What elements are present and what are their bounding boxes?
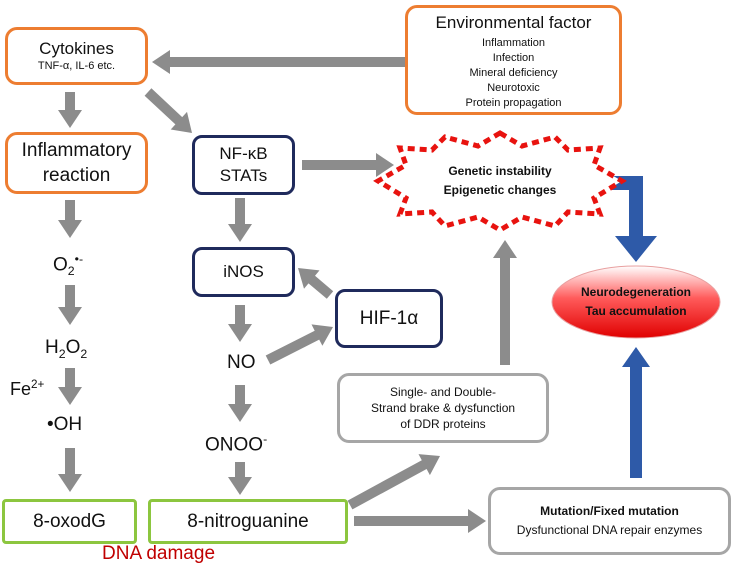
arrow-genetic-to-neuro xyxy=(612,176,657,262)
strand-line2: Strand brake & dysfunction xyxy=(370,401,516,415)
arrow-no-to-onoo xyxy=(228,385,252,422)
arrow-h2o2-to-hydroxyl xyxy=(58,368,82,405)
arrow-strand-to-genetic xyxy=(493,240,517,365)
iron-label: Fe2+ xyxy=(10,378,45,399)
strand-break-box: Single- and Double- Strand brake & dysfu… xyxy=(337,373,549,443)
strand-line3: of DDR proteins xyxy=(400,417,486,431)
nitroguanine-box: 8-nitroguanine xyxy=(148,499,348,544)
environmental-item: Inflammation xyxy=(482,37,545,49)
arrow-no-to-hif xyxy=(265,324,333,365)
arrow-nitroguanine-to-strand xyxy=(347,454,440,510)
inflammatory-line2: reaction xyxy=(42,165,111,186)
arrow-nitroguanine-to-mutation xyxy=(354,509,486,533)
arrow-hydroxyl-to-oxodg xyxy=(58,448,82,492)
genetic-instability-text: Genetic instability Epigenetic changes xyxy=(425,162,575,200)
strand-line1: Single- and Double- xyxy=(389,385,497,399)
hif-1a-box: HIF-1α xyxy=(335,289,443,348)
hydrogen-peroxide-label: H2O2 xyxy=(45,337,88,361)
environmental-factor-title: Environmental factor xyxy=(435,13,592,32)
arrow-nfkb-to-genetic xyxy=(302,153,394,177)
arrow-inos-to-no xyxy=(228,305,252,342)
mutation-line1: Mutation/Fixed mutation xyxy=(540,504,679,518)
no-label: NO xyxy=(227,352,256,373)
nfkb-line1: NF-κB xyxy=(219,144,268,163)
neurodegeneration-ellipse xyxy=(551,265,721,339)
cytokines-box: Cytokines TNF-α, IL-6 etc. xyxy=(5,27,148,85)
inos-label: iNOS xyxy=(223,262,264,281)
genetic-line1: Genetic instability xyxy=(448,164,552,178)
environmental-factor-box: Environmental factor Inflammation Infect… xyxy=(405,5,622,115)
inflammatory-line1: Inflammatory xyxy=(21,140,132,161)
environmental-item: Neurotoxic xyxy=(487,82,540,94)
arrow-env-to-cytokines xyxy=(152,50,405,74)
arrow-nfkb-to-inos xyxy=(228,198,252,242)
hif-label: HIF-1α xyxy=(359,307,419,329)
arrow-hif-to-inos xyxy=(298,268,334,299)
arrow-mutation-to-neuro xyxy=(622,347,650,478)
superoxide-label: O2•- xyxy=(53,252,84,279)
inos-box: iNOS xyxy=(192,247,295,297)
mutation-line2: Dysfunctional DNA repair enzymes xyxy=(516,523,703,537)
neurodegeneration-text: Neurodegeneration Tau accumulation xyxy=(556,283,716,321)
environmental-item: Protein propagation xyxy=(465,97,562,109)
genetic-line2: Epigenetic changes xyxy=(443,183,557,197)
dna-damage-label: DNA damage xyxy=(102,543,216,564)
neuro-line2: Tau accumulation xyxy=(585,304,687,318)
arrow-superoxide-to-h2o2 xyxy=(58,285,82,325)
oxodg-box: 8-oxodG xyxy=(2,499,137,544)
arrow-cytokines-to-nfkb xyxy=(144,88,192,133)
peroxynitrite-label: ONOO- xyxy=(205,432,268,456)
arrow-inflammatory-to-superoxide xyxy=(58,200,82,238)
inflammatory-reaction-box: Inflammatory reaction xyxy=(5,132,148,194)
nitroguanine-label: 8-nitroguanine xyxy=(187,510,309,532)
arrow-cytokines-to-inflammatory xyxy=(58,92,82,128)
oxodg-label: 8-oxodG xyxy=(33,510,106,532)
hydroxyl-label: •OH xyxy=(47,414,83,435)
mutation-box: Mutation/Fixed mutation Dysfunctional DN… xyxy=(488,487,731,555)
neuro-line1: Neurodegeneration xyxy=(580,285,691,299)
environmental-item: Mineral deficiency xyxy=(469,67,558,79)
cytokines-title: Cytokines xyxy=(39,38,114,58)
cytokines-subtitle: TNF-α, IL-6 etc. xyxy=(37,59,116,72)
environmental-item: Infection xyxy=(492,52,535,64)
nfkb-line2: STATs xyxy=(219,166,268,185)
arrow-onoo-to-nitroguanine xyxy=(228,462,252,495)
nfkb-stats-box: NF-κB STATs xyxy=(192,135,295,195)
genetic-instability-burst xyxy=(373,130,627,233)
